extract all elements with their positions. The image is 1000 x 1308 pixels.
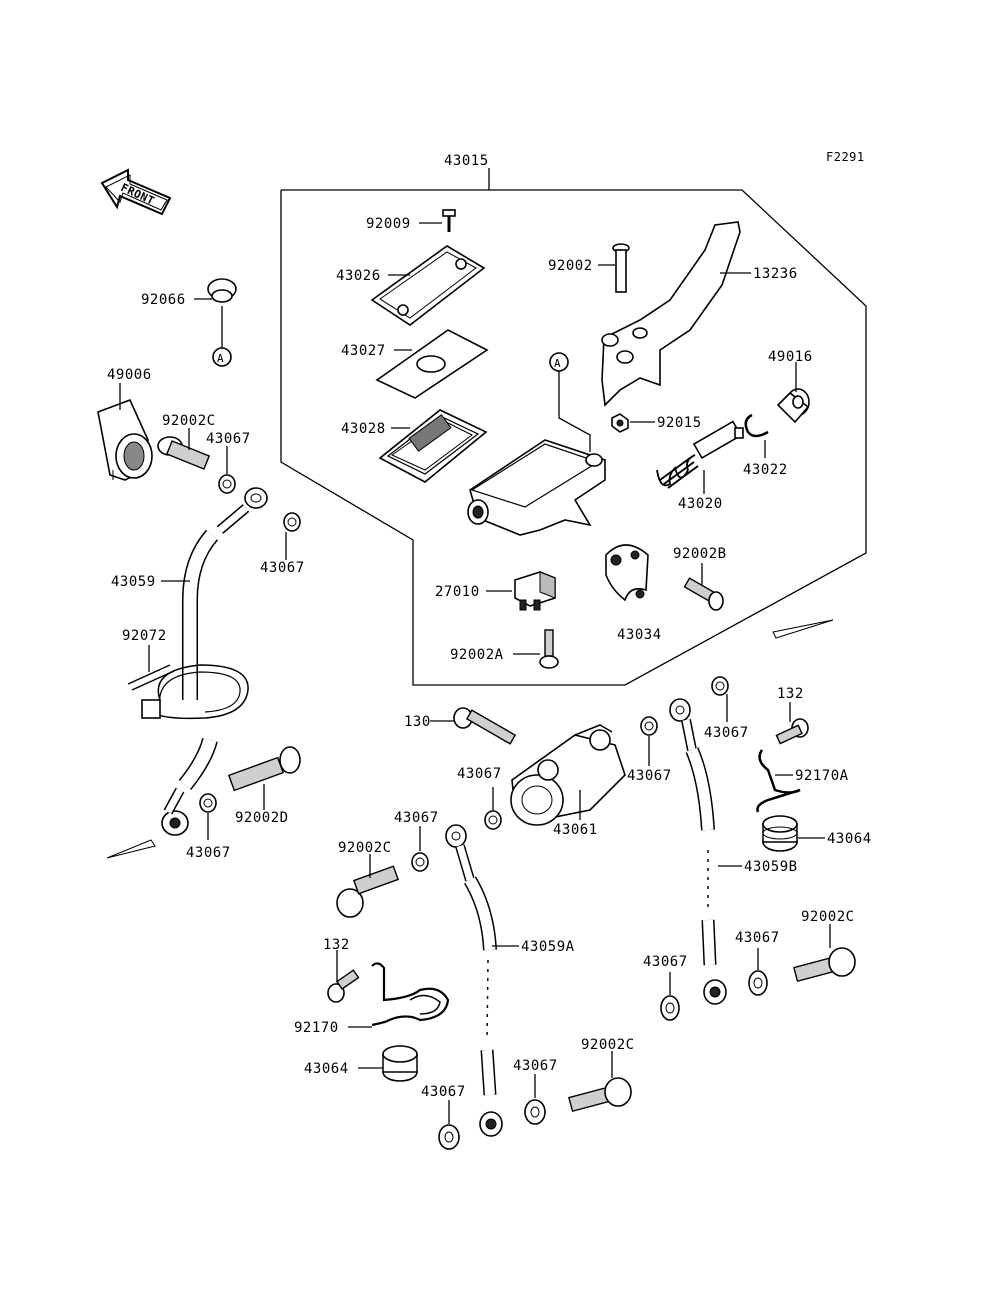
label-92002B: 92002B (673, 546, 727, 562)
screw-92002A (539, 629, 559, 669)
label-92002C-d: 92002C (581, 1037, 635, 1053)
grommet-43064-lower (382, 1045, 418, 1082)
label-92002: 92002 (548, 258, 593, 274)
slave-cylinder-43061 (510, 724, 626, 826)
label-92170: 92170 (294, 1020, 339, 1036)
label-43067-h: 43067 (394, 810, 439, 826)
clip-92170 (371, 962, 450, 1027)
label-43067-k: 43067 (643, 954, 688, 970)
label-130: 130 (404, 714, 431, 730)
label-92002D: 92002D (235, 810, 289, 826)
label-43064-b: 43064 (304, 1061, 349, 1077)
label-43067-e: 43067 (627, 768, 672, 784)
label-27010: 27010 (435, 584, 480, 600)
screw-92009 (442, 209, 456, 232)
label-92002C-c: 92002C (338, 840, 392, 856)
hose-43059 (161, 487, 268, 836)
clamp-43034 (605, 544, 649, 602)
label-43020: 43020 (678, 496, 723, 512)
label-43067-d: 43067 (457, 766, 502, 782)
label-43028: 43028 (341, 421, 386, 437)
pointer-wedge-left (106, 839, 156, 859)
label-43061: 43061 (553, 822, 598, 838)
nut-92015 (611, 413, 629, 433)
clip-92170A (756, 749, 801, 813)
banjo-bolt-92002C-upper (157, 436, 211, 470)
brake-lever-13236 (601, 221, 741, 407)
pointer-wedge-right (772, 619, 834, 639)
label-43027: 43027 (341, 343, 386, 359)
label-43059: 43059 (111, 574, 156, 590)
diaphragm-43028 (378, 409, 488, 483)
figure-code: F2291 (826, 150, 865, 164)
label-43064-a: 43064 (827, 831, 872, 847)
label-92002C-a: 92002C (162, 413, 216, 429)
label-92015: 92015 (657, 415, 702, 431)
label-43067-f: 43067 (704, 725, 749, 741)
pivot-bolt-92002 (612, 243, 630, 293)
label-43059A: 43059A (521, 939, 575, 955)
hose-43059B (669, 698, 727, 1005)
reservoir-cap-43026 (370, 245, 486, 326)
label-43067-i: 43067 (421, 1084, 466, 1100)
label-92002C-b: 92002C (801, 909, 855, 925)
label-13236: 13236 (753, 266, 798, 282)
label-43059B: 43059B (744, 859, 798, 875)
master-cylinder-body (467, 439, 606, 536)
assembly-outline (280, 189, 867, 686)
label-43067-a: 43067 (206, 431, 251, 447)
label-43067-b: 43067 (260, 560, 305, 576)
piston-assy-43020 (656, 420, 744, 489)
grommet-43064-upper (762, 815, 798, 852)
front-arrow-icon: FRONT (100, 168, 172, 216)
clamp-band-92072 (127, 664, 249, 720)
label-92170A: 92170A (795, 768, 849, 784)
banjo-bolt-92002C-bottom (568, 1077, 632, 1113)
plate-43027 (375, 329, 489, 399)
label-49016: 49016 (768, 349, 813, 365)
ref-marker-a1 (212, 347, 232, 367)
banjo-bolt-92002C-mid (336, 865, 400, 918)
bolt-92002D (227, 746, 301, 792)
label-132-a: 132 (777, 686, 804, 702)
label-92002A: 92002A (450, 647, 504, 663)
bolt-130 (453, 707, 517, 745)
label-43067-j: 43067 (513, 1058, 558, 1074)
label-43067-g: 43067 (735, 930, 780, 946)
label-92009: 92009 (366, 216, 411, 232)
label-43015: 43015 (444, 153, 489, 169)
label-43034: 43034 (617, 627, 662, 643)
label-92066: 92066 (141, 292, 186, 308)
bolt-132-upper (775, 718, 809, 745)
cap-92066 (207, 278, 237, 303)
hose-43059A (445, 824, 503, 1137)
label-132-b: 132 (323, 937, 350, 953)
reservoir-49006 (97, 398, 153, 481)
banjo-bolt-92002C-right (793, 947, 856, 983)
switch-27010 (514, 571, 556, 611)
boot-49016 (776, 388, 810, 424)
bolt-92002B (683, 577, 724, 611)
label-43022: 43022 (743, 462, 788, 478)
label-92072: 92072 (122, 628, 167, 644)
ref-marker-a2-label: A (554, 357, 561, 370)
bolt-132-lower (327, 969, 360, 1003)
ref-marker-a1-label: A (217, 352, 224, 365)
label-43026: 43026 (336, 268, 381, 284)
circlip-43022 (744, 413, 769, 438)
label-43067-c: 43067 (186, 845, 231, 861)
label-49006: 49006 (107, 367, 152, 383)
